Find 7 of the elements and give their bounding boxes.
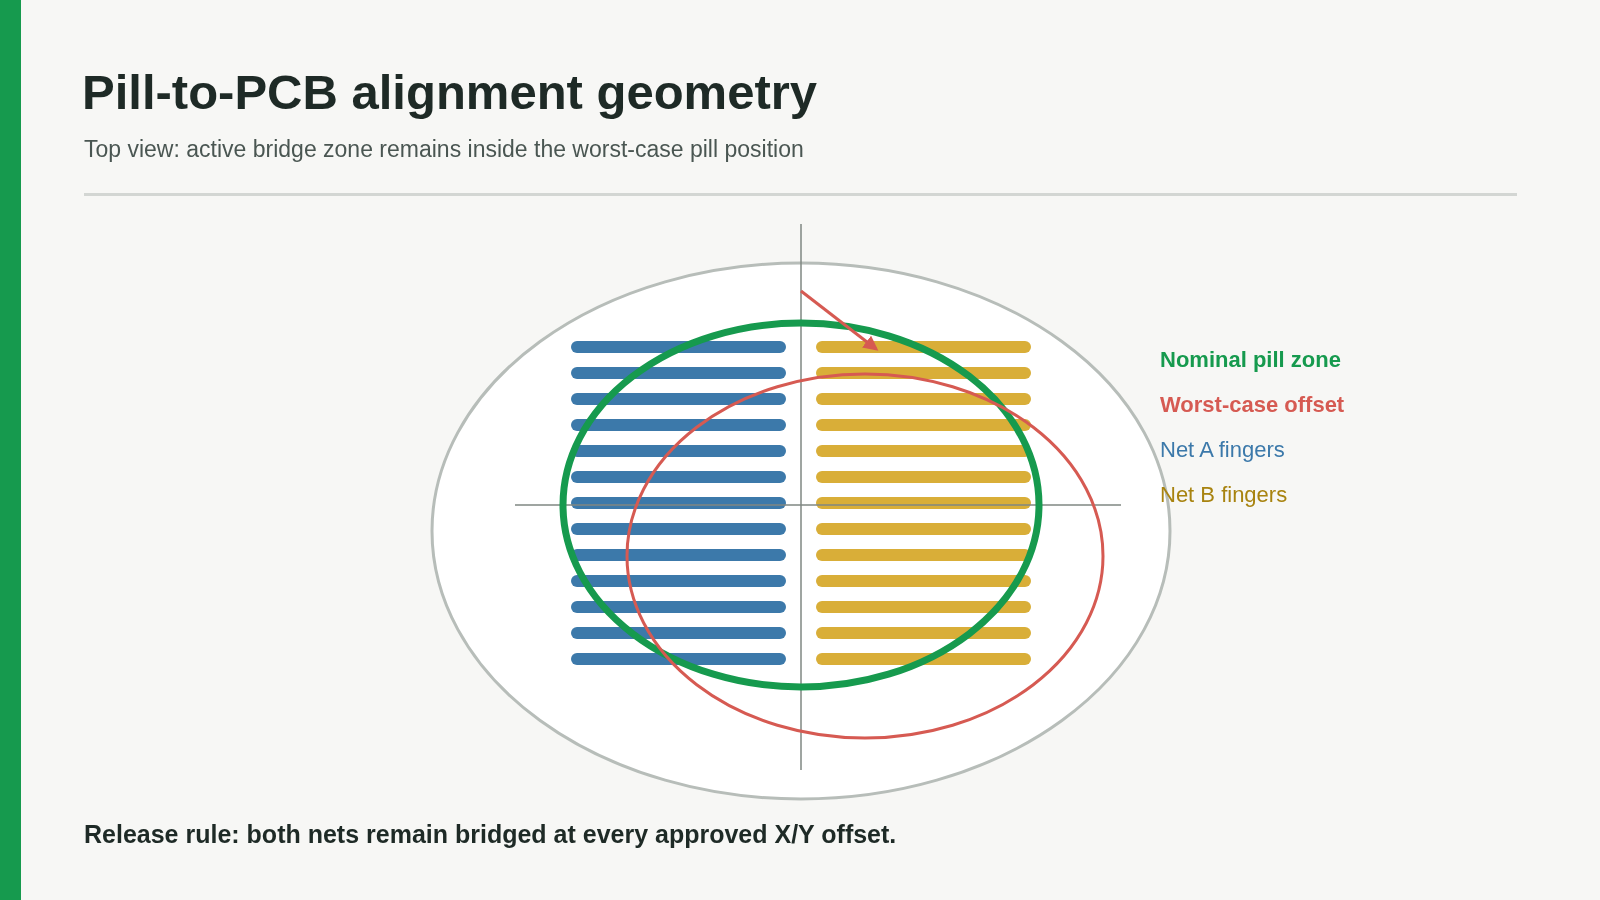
caption: Release rule: both nets remain bridged at every approved X/Y offset. [84, 820, 897, 849]
legend-text: Net A fingers [1160, 437, 1285, 463]
legend-text: Net B fingers [1160, 482, 1288, 508]
legend-text: Nominal pill zone [1160, 347, 1341, 373]
legend-text: Worst-case offset [1160, 392, 1345, 418]
subtitle: Top view: active bridge zone remains inside the worst-case pill position [84, 136, 804, 163]
title: Pill-to-PCB alignment geometry [82, 64, 818, 120]
